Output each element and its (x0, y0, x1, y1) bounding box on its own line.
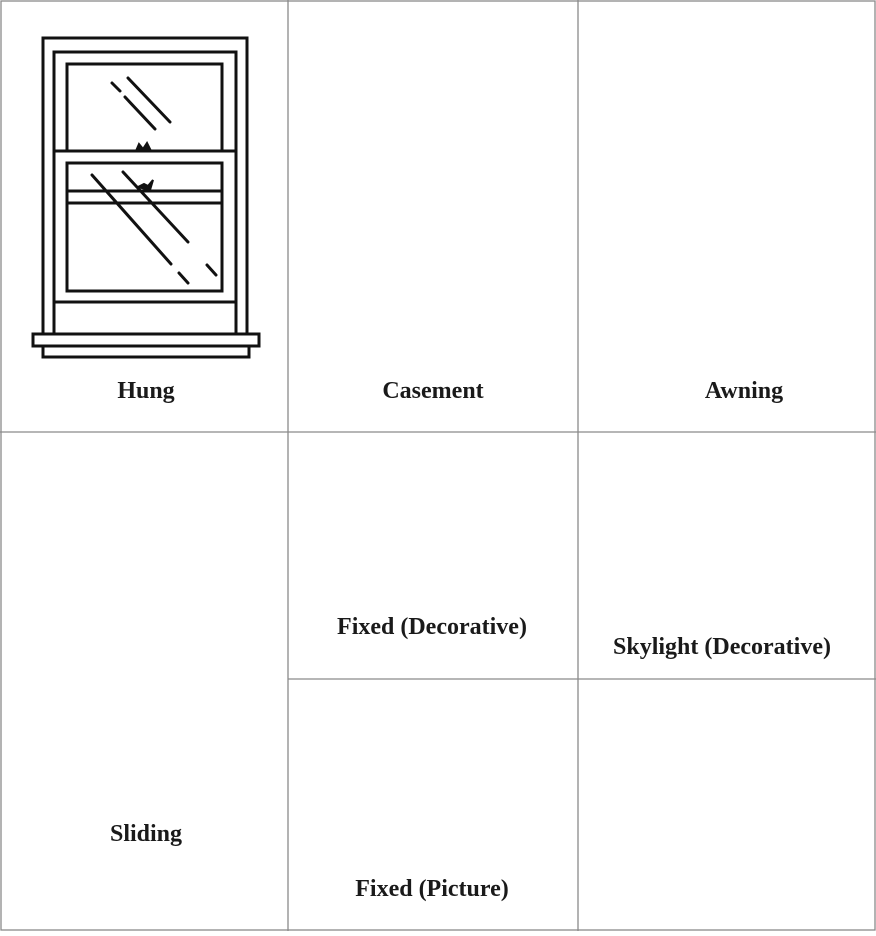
label-skylight-decorative: Skylight (Decorative) (613, 634, 831, 660)
label-fixed-decorative: Fixed (Decorative) (337, 614, 527, 640)
label-hung: Hung (117, 378, 175, 404)
label-awning: Awning (704, 378, 784, 404)
label-casement: Casement (382, 378, 484, 404)
label-sliding: Sliding (109, 821, 183, 847)
label-fixed-picture: Fixed (Picture) (355, 876, 509, 902)
hung-window-illustration (31, 36, 261, 359)
